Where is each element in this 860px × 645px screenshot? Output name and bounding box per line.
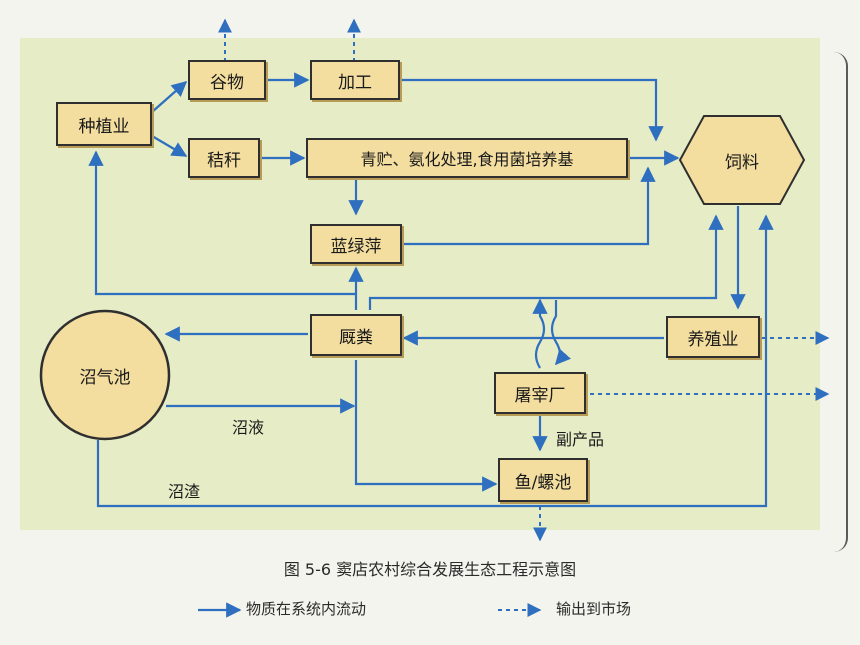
arrow-zhongzhi-jiegan <box>151 135 188 157</box>
arrow-zhongzhi-guwu <box>151 80 188 113</box>
node-yangzhi: 养殖业 <box>666 316 760 358</box>
arrow-jiefen-siliao <box>368 214 724 310</box>
arrow-zhaozha <box>96 214 774 508</box>
node-zhaoqichi: 沼气池 <box>79 367 131 388</box>
legend-internal: 物质在系统内流动 <box>246 600 367 618</box>
arrow-lanlvping-siliao <box>402 166 656 246</box>
arrow-jiefen-yuluo <box>354 360 498 492</box>
siliao-hexagon <box>678 115 806 205</box>
arrow-wavy-up <box>532 298 548 369</box>
label-zhaozha: 沼渣 <box>168 482 201 501</box>
label-fuchanpin: 副产品 <box>556 430 605 449</box>
label-zhaoye: 沼液 <box>232 418 265 437</box>
legend-market: 输出到市场 <box>556 600 632 618</box>
node-jiegan: 秸秆 <box>188 138 260 178</box>
node-jiagong: 加工 <box>310 60 400 100</box>
node-tuzaichang: 屠宰厂 <box>494 372 586 414</box>
arrow-wavy-down <box>550 300 571 366</box>
zhaoqichi-circle <box>39 309 171 441</box>
node-yuluochi: 鱼/螺池 <box>498 458 588 502</box>
node-zhongzhi: 种植业 <box>56 102 152 146</box>
node-jiefen: 厩粪 <box>310 314 402 356</box>
figure-caption: 图 5-6 窦店农村综合发展生态工程示意图 <box>283 560 577 579</box>
side-bracket <box>832 52 848 552</box>
diagram-panel <box>20 38 820 530</box>
node-guwu: 谷物 <box>188 60 266 100</box>
node-qingzhu: 青贮、氨化处理,食用菌培养基 <box>306 138 628 178</box>
arrow-jiefen-zhongzhi <box>88 150 356 296</box>
arrow-jiagong-siliao <box>400 78 664 142</box>
node-siliao: 饲料 <box>725 152 759 173</box>
node-lanlvping: 蓝绿萍 <box>310 224 402 264</box>
